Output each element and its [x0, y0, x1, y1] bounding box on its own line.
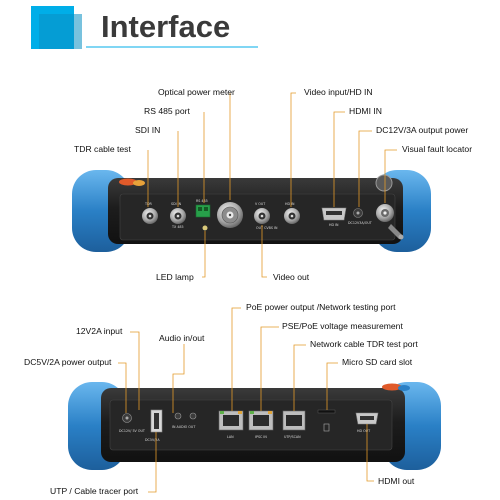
sd-indicator	[323, 423, 330, 432]
panel-mark-lan: LAN	[227, 435, 234, 439]
label-video-out: Video out	[273, 272, 310, 282]
panel-mark-dc5v: DC5V/2A	[145, 438, 160, 442]
leader-visual-fault	[384, 149, 397, 203]
led-lamp	[202, 225, 208, 231]
audio-out-jack	[189, 412, 197, 420]
label-psepoe-voltage: PSE/PoE voltage measurement	[282, 321, 403, 331]
colored-accent	[382, 383, 402, 391]
colored-accent	[119, 178, 137, 186]
header: Interface	[31, 6, 258, 49]
panel-mark-hdin: HD IN	[285, 202, 295, 206]
panel-mark-utp: UTP/SCAN	[284, 435, 301, 439]
panel-mark-vout: V OUT	[255, 202, 266, 206]
label-12v-input: 12V2A input	[76, 326, 123, 336]
sdi-bnc-connector	[170, 208, 186, 224]
usb-port	[150, 409, 163, 433]
leader-video-out	[261, 225, 267, 278]
video-out-bnc	[254, 208, 270, 224]
leader-utp-tracer	[148, 432, 157, 493]
dc12v-output-jack	[353, 208, 363, 218]
panel-mark-dc12v: DC12V3A/OUT	[348, 221, 373, 225]
hdmi-in-port	[321, 207, 347, 221]
label-tdr-port: Network cable TDR test port	[310, 339, 418, 349]
leader-dc5v	[118, 362, 127, 413]
panel-mark-ipsc: IPSC IN	[255, 435, 267, 439]
lan-port	[218, 410, 244, 431]
bottom-callout-lines	[118, 307, 374, 493]
leader-tdr-port	[293, 344, 306, 411]
label-dc5v-output: DC5V/2A power output	[24, 357, 112, 367]
colored-accent	[398, 385, 410, 391]
header-accent-shadow	[39, 14, 82, 49]
label-tdr-cable-test: TDR cable test	[74, 144, 131, 154]
micro-sd-slot	[317, 409, 336, 414]
panel-mark-cvbs: OUT CVBS IN	[256, 226, 278, 230]
label-utp-tracer: UTP / Cable tracer port	[50, 486, 139, 496]
optical-power-meter-connector	[217, 202, 243, 228]
panel-mark-rs485: RS 485	[196, 199, 208, 203]
rs485-terminal	[195, 204, 211, 218]
label-video-input-hd-in: Video input/HD IN	[304, 87, 373, 97]
colored-accent	[133, 180, 145, 186]
panel-mark-audio: IN AUDIO OUT	[172, 425, 196, 429]
leader-poe-output	[231, 307, 241, 411]
label-led-lamp: LED lamp	[156, 272, 194, 282]
label-hdmi-out: HDMI out	[378, 476, 415, 486]
leader-video-in	[290, 92, 296, 207]
label-audio-in-out: Audio in/out	[159, 333, 205, 343]
audio-in-jack	[174, 412, 182, 420]
ipsc-in-port	[248, 410, 274, 431]
top-callout-lines	[147, 92, 397, 278]
utp-scan-port	[282, 410, 306, 431]
label-micro-sd: Micro SD card slot	[342, 357, 413, 367]
leader-psepoe	[260, 326, 279, 411]
bottom-device: DC12V/ 5V OUT DC5V/2A IN AUDIO OUT LAN I…	[68, 382, 441, 470]
leader-micro-sd	[326, 362, 338, 410]
panel-mark-sdi: SDI IN	[171, 202, 182, 206]
panel-mark-hdmi-out: HD OUT	[357, 429, 371, 433]
bottom-callouts: PoE power output /Network testing port P…	[24, 302, 418, 496]
panel-mark-dc-in: DC12V/ 5V OUT	[119, 429, 146, 433]
video-in-bnc	[284, 208, 300, 224]
label-poe-output: PoE power output /Network testing port	[246, 302, 396, 312]
leader-12v-input	[130, 331, 140, 410]
label-sdi-in: SDI IN	[135, 125, 160, 135]
dc-input-jack	[122, 413, 132, 423]
hdmi-out-port	[355, 412, 379, 425]
page-title: Interface	[101, 9, 230, 44]
leader-hdmi-in	[333, 111, 345, 207]
leader-led-lamp	[202, 231, 206, 278]
label-hdmi-in: HDMI IN	[349, 106, 382, 116]
label-visual-fault-locator: Visual fault locator	[402, 144, 472, 154]
leader-dc12v	[358, 130, 372, 207]
panel-mark-hdmi-in: HD IN	[329, 223, 339, 227]
tdr-bnc-connector	[142, 208, 158, 224]
leader-hdmi-out	[366, 424, 374, 482]
top-callouts: Optical power meter RS 485 port SDI IN T…	[74, 87, 472, 282]
label-optical-power-meter: Optical power meter	[158, 87, 235, 97]
visual-fault-locator-connector	[376, 204, 404, 240]
panel-mark-tx485: TX 485	[171, 225, 184, 229]
label-dc12v-output: DC12V/3A output power	[376, 125, 468, 135]
fault-locator-ring	[375, 174, 393, 192]
label-rs485-port: RS 485 port	[144, 106, 190, 116]
leader-audio	[172, 344, 185, 413]
top-device: TDR SDI IN RS 485 TX 485 V OUT HD IN OUT…	[72, 170, 431, 252]
